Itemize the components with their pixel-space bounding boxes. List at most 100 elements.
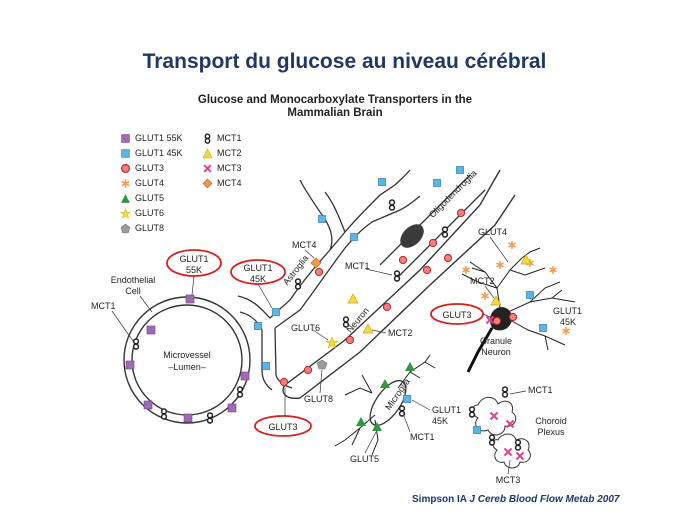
glut1-45k-marker <box>378 178 386 186</box>
highlight-glut1-55k: GLUT1 55K <box>166 249 222 296</box>
legend-item-mct1: MCT1 <box>202 132 242 144</box>
legend-item-glut3: GLUT3 <box>120 162 164 174</box>
glut1-55k-marker <box>143 400 153 410</box>
glut6-label: GLUT6 <box>291 323 320 333</box>
mct2-mid-label: MCT2 <box>388 328 413 338</box>
astro-neuron-markers <box>254 166 466 387</box>
legend-label: GLUT1 55K <box>135 133 183 143</box>
plexus-label: Plexus <box>537 427 565 437</box>
glut8-marker <box>316 359 328 370</box>
mct1-left-label: MCT1 <box>91 301 116 311</box>
mct1-marker <box>468 406 476 418</box>
glut8-label: GLUT8 <box>304 394 333 404</box>
glut1-45k-marker <box>473 426 481 434</box>
mct1-marker <box>206 412 214 424</box>
glut4-marker <box>507 240 517 250</box>
glut5-label: GLUT5 <box>350 454 379 464</box>
glut1-45k-label-a: GLUT1 <box>243 263 272 273</box>
glut1-45k-marker <box>272 308 280 316</box>
glut3-marker <box>279 377 289 387</box>
mct1-marker <box>160 408 168 420</box>
glut1-45k-right-label-a: GLUT1 <box>553 306 582 316</box>
mct2-marker <box>362 323 374 334</box>
glut1-45k-label-b: 45K <box>250 274 266 284</box>
figure-eight-icon <box>204 132 211 144</box>
glut3-marker <box>492 316 502 326</box>
glut1-45k-marker <box>318 215 326 223</box>
mct1-marker <box>342 316 350 328</box>
figure-title-line1: Glucose and Monocarboxylate Transporters… <box>197 94 473 106</box>
glut1-45k-marker <box>254 322 262 330</box>
glut5-marker <box>405 362 415 371</box>
mct4-marker <box>310 257 322 269</box>
legend-label: GLUT4 <box>135 178 165 188</box>
glut5-marker <box>356 417 366 426</box>
legend-label: GLUT6 <box>135 208 165 218</box>
glut1-55k-marker <box>227 403 237 413</box>
slide-title: Transport du glucose au niveau cérébral <box>142 50 547 73</box>
glut3-right-label: GLUT3 <box>442 310 471 320</box>
mct1-marker <box>236 386 244 398</box>
legend-item-glut1-55k: GLUT1 55K <box>120 132 183 144</box>
microvessel-label: Microvessel <box>163 350 211 360</box>
glut1-55k-marker <box>240 371 250 381</box>
mct1-marker <box>388 199 396 211</box>
figure-title-line2: Mammalian Brain <box>287 107 383 119</box>
glut3-marker <box>345 335 355 345</box>
legend-item-glut1-45k: GLUT1 45K <box>120 147 183 159</box>
mct2-marker <box>490 295 502 306</box>
glut1-micro-label-b: 45K <box>432 416 448 426</box>
glut1-45k-marker <box>526 291 534 299</box>
legend-label: GLUT1 45K <box>135 148 183 158</box>
legend-label: GLUT8 <box>135 223 165 233</box>
red-circle-icon <box>120 163 131 173</box>
mct1-marker <box>488 434 496 446</box>
glut1-55k-marker <box>146 325 156 335</box>
mct1-marker <box>294 278 302 290</box>
oligodendroglia-label: Oligodendroglia <box>427 168 479 220</box>
highlight-glut1-45k: GLUT1 45K <box>230 259 286 309</box>
glut4-marker <box>495 260 505 270</box>
glut3-marker <box>428 238 438 248</box>
mct1-marker <box>514 439 522 451</box>
legend-label: GLUT3 <box>135 163 165 173</box>
figure-title: Glucose and Monocarboxylate Transporters… <box>170 94 500 120</box>
glut3-marker <box>422 265 432 275</box>
glut1-55k-label-a: GLUT1 <box>179 254 208 264</box>
glut3-marker <box>443 253 453 263</box>
mct1-marker <box>398 405 406 417</box>
glut3-bottom-label: GLUT3 <box>268 422 297 432</box>
astrocyte <box>237 169 421 391</box>
glut1-45k-marker <box>433 179 441 187</box>
mct3-marker <box>503 447 513 457</box>
lumen-label: –Lumen– <box>168 362 206 372</box>
legend-item-mct3: MCT3 <box>202 162 242 174</box>
glut1-55k-label-b: 55K <box>186 265 202 275</box>
choroid-plexus <box>468 386 531 469</box>
glut3-marker <box>398 255 408 265</box>
choroid-label: Choroid <box>535 416 567 426</box>
mct3-marker <box>515 451 525 461</box>
citation: Simpson IA J Cereb Blood Flow Metab 2007 <box>412 494 619 505</box>
highlight-glut3-bottom: GLUT3 <box>254 388 312 437</box>
glut3-marker <box>314 267 324 277</box>
mct1-marker <box>132 338 140 350</box>
glut4-marker <box>548 265 558 275</box>
legend-item-glut5: GLUT5 <box>120 192 164 204</box>
mct1-micro-label: MCT1 <box>410 432 435 442</box>
glut1-45k-marker <box>262 362 270 370</box>
glut4-marker <box>480 291 490 301</box>
mct3-marker <box>489 411 499 421</box>
mct2-right-label: MCT2 <box>470 276 495 286</box>
yellow-triangle-icon <box>202 147 213 158</box>
citation-year: 2007 <box>597 494 620 505</box>
glut4-label: GLUT4 <box>478 227 507 237</box>
legend-item-glut6: GLUT6 <box>120 207 164 219</box>
glut1-55k-marker <box>185 294 195 304</box>
mct1-choroid-label: MCT1 <box>528 385 553 395</box>
microglia <box>334 354 436 456</box>
glut4-marker <box>461 265 471 275</box>
mct1-mid-label: MCT1 <box>345 261 370 271</box>
granule-neuron-label: Neuron <box>481 347 511 357</box>
orange-diamond-icon <box>202 178 213 188</box>
